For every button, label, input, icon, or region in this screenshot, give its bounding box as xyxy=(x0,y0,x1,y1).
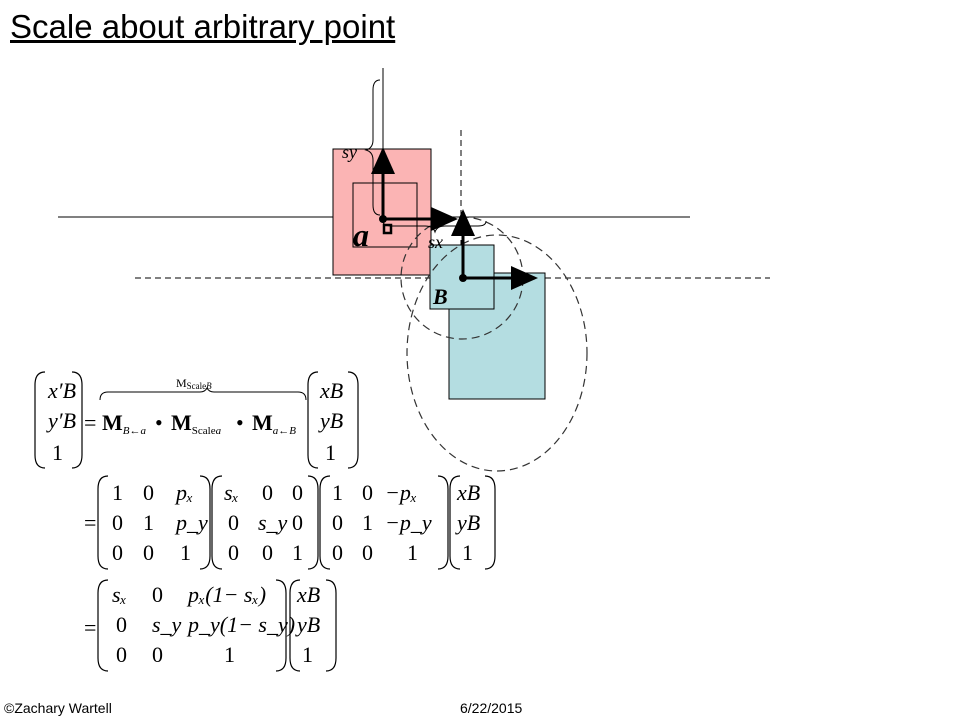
svg-text:0: 0 xyxy=(143,540,154,565)
svg-text:0: 0 xyxy=(362,480,373,505)
svg-text:0: 0 xyxy=(262,480,273,505)
svg-text:p_y: p_y xyxy=(174,510,208,535)
frame-b-origin xyxy=(459,274,467,282)
frame-a-origin xyxy=(379,215,387,223)
rhs-x: xB xyxy=(319,378,343,403)
eq-sign-1: = xyxy=(84,410,96,435)
svg-text:yB: yB xyxy=(295,612,320,637)
svg-text:0: 0 xyxy=(332,510,343,535)
svg-text:1: 1 xyxy=(332,480,343,505)
point-p-marker xyxy=(382,223,393,235)
rhs-1: 1 xyxy=(325,440,336,465)
lhs-1: 1 xyxy=(52,440,63,465)
svg-text:1: 1 xyxy=(362,510,373,535)
svg-text:0: 0 xyxy=(116,642,127,667)
m-a-b: Ma←B xyxy=(252,410,296,437)
svg-text:s_y: s_y xyxy=(258,510,288,535)
svg-text:sₓ: sₓ xyxy=(224,480,239,505)
svg-text:1: 1 xyxy=(407,540,418,565)
svg-text:1: 1 xyxy=(180,540,191,565)
svg-text:xB: xB xyxy=(296,582,320,607)
svg-text:0: 0 xyxy=(152,582,163,607)
slide-title: Scale about arbitrary point xyxy=(10,8,396,45)
pink-rect-inner xyxy=(352,182,418,248)
svg-text:pₓ: pₓ xyxy=(174,480,193,505)
svg-text:0: 0 xyxy=(228,510,239,535)
equation-line-3: = sₓ 0 pₓ(1− sₓ) 0 s_y p_y(1− s_y) 0 0 1… xyxy=(84,579,337,672)
svg-text:1: 1 xyxy=(462,540,473,565)
frame-b-label: B xyxy=(432,284,448,309)
svg-text:0: 0 xyxy=(152,642,163,667)
svg-text:0: 0 xyxy=(332,540,343,565)
lhs-y: y′B xyxy=(46,408,76,433)
footer-author: ©Zachary Wartell xyxy=(4,700,112,716)
rhs-y: yB xyxy=(318,408,343,433)
svg-text:0: 0 xyxy=(362,540,373,565)
dot-1: • xyxy=(155,410,163,435)
svg-text:0: 0 xyxy=(116,612,127,637)
sy-label: sy xyxy=(342,142,357,162)
dashed-ellipse xyxy=(406,234,588,472)
svg-text:0: 0 xyxy=(143,480,154,505)
svg-text:0: 0 xyxy=(262,540,273,565)
equation-line-2: = 1 0 pₓ 0 1 p_y 0 0 1 sₓ 0 0 0 s_y 0 0 … xyxy=(84,475,496,570)
svg-text:xB: xB xyxy=(456,480,480,505)
svg-text:p_y(1− s_y): p_y(1− s_y) xyxy=(186,612,295,637)
svg-text:0: 0 xyxy=(228,540,239,565)
svg-text:0: 0 xyxy=(112,540,123,565)
svg-text:1: 1 xyxy=(302,642,313,667)
eq-sign-3: = xyxy=(84,615,96,640)
svg-text:sₓ: sₓ xyxy=(112,582,127,607)
svg-text:0: 0 xyxy=(292,480,303,505)
svg-text:1: 1 xyxy=(224,642,235,667)
svg-text:1: 1 xyxy=(292,540,303,565)
sy-brace xyxy=(364,79,381,216)
eq-sign-2: = xyxy=(84,510,96,535)
svg-text:−p_y: −p_y xyxy=(385,510,432,535)
lhs-x: x′B xyxy=(47,378,76,403)
equation-line-1: x′B y′B 1 = MScaleB MB←a • MScalea • Ma←… xyxy=(34,371,359,469)
svg-text:s_y: s_y xyxy=(152,612,182,637)
m-scale-a: MScalea xyxy=(171,410,222,437)
footer-date: 6/22/2015 xyxy=(460,700,523,716)
svg-text:0: 0 xyxy=(292,510,303,535)
svg-text:0: 0 xyxy=(112,510,123,535)
svg-text:pₓ(1− sₓ): pₓ(1− sₓ) xyxy=(186,582,266,607)
svg-text:1: 1 xyxy=(143,510,154,535)
svg-text:−pₓ: −pₓ xyxy=(385,480,417,505)
dot-2: • xyxy=(236,410,244,435)
svg-text:yB: yB xyxy=(455,510,480,535)
m-b-a: MB←a xyxy=(102,410,146,437)
sx-label: sx xyxy=(428,232,443,252)
frame-a-label: a xyxy=(353,217,369,253)
svg-text:1: 1 xyxy=(112,480,123,505)
